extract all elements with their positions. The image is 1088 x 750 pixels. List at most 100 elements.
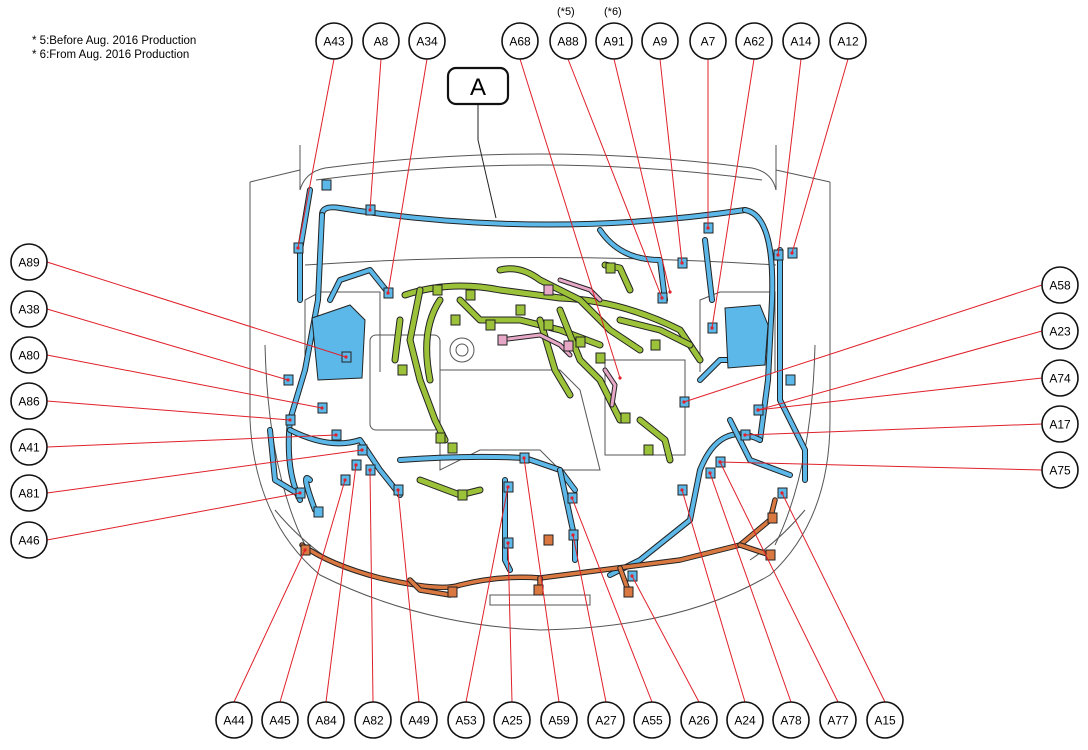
- leader-end: [743, 433, 747, 437]
- leader-line: [683, 284, 1043, 403]
- callout-circle: [726, 701, 764, 739]
- leader-line: [46, 492, 301, 541]
- callout-circle: [540, 701, 578, 739]
- leader-end: [320, 406, 324, 410]
- callout-a68: A68: [501, 22, 539, 60]
- connector-group: [283, 179, 798, 598]
- connector-block: [497, 334, 508, 346]
- leader-end: [570, 496, 574, 500]
- green-harness-segment: [392, 317, 403, 363]
- callout-text: A45: [269, 714, 291, 728]
- callout-text: A59: [548, 714, 570, 728]
- callout-a45: A45: [261, 701, 299, 739]
- leader-end: [668, 290, 672, 294]
- leader-end: [776, 253, 780, 257]
- callout-a23: A23: [1041, 312, 1079, 350]
- vehicle-body-outline: [249, 145, 831, 631]
- callout-a59: A59: [540, 701, 578, 739]
- callout-text: A84: [315, 714, 337, 728]
- callout-a15: A15: [866, 701, 904, 739]
- blue-harness-segment: [728, 418, 792, 477]
- callout-a77: A77: [819, 701, 857, 739]
- callout-circle: [1041, 405, 1079, 443]
- callout-a9: A9: [641, 22, 679, 60]
- blue-harness-segment: [743, 208, 775, 442]
- leader-end: [360, 448, 364, 452]
- connector-block: [563, 340, 574, 352]
- blue-harness-segment: [268, 428, 302, 497]
- variant-mark-a88: (*5): [557, 6, 575, 18]
- production-note-1: * 5:Before Aug. 2016 Production: [32, 35, 197, 47]
- connector-block: [533, 584, 544, 596]
- callout-text: A77: [827, 714, 849, 728]
- leader-line: [719, 461, 1043, 471]
- leader-line: [523, 457, 560, 703]
- callout-a86: A86: [10, 382, 48, 420]
- callout-text: A17: [1049, 418, 1071, 432]
- callout-a44: A44: [215, 701, 253, 739]
- callout-text: A15: [874, 714, 896, 728]
- green-harness-segment: [417, 477, 483, 498]
- leader-end: [343, 478, 347, 482]
- callout-text: A55: [641, 714, 663, 728]
- pink-harness-segment: [558, 278, 602, 302]
- callout-circle: [400, 701, 438, 739]
- leader-line: [46, 434, 337, 448]
- connector-block: [447, 586, 458, 598]
- callout-text: A82: [362, 714, 384, 728]
- leader-line: [519, 58, 621, 379]
- callout-circle: [493, 701, 531, 739]
- connector-block: [397, 364, 408, 376]
- leader-line: [297, 58, 335, 249]
- callout-a74: A74: [1041, 359, 1079, 397]
- leader-end: [682, 400, 686, 404]
- green-harness-segment: [407, 287, 448, 443]
- callout-text: A49: [408, 714, 430, 728]
- connector-block: [575, 336, 586, 348]
- leader-line: [791, 58, 849, 254]
- callout-a14: A14: [782, 22, 820, 60]
- connector-block: [450, 314, 461, 326]
- callout-circle: [10, 521, 48, 559]
- callout-circle: [1041, 451, 1079, 489]
- callout-a7: A7: [689, 22, 727, 60]
- callout-circle: [307, 701, 345, 739]
- callout-circle: [501, 22, 539, 60]
- callout-a78: A78: [772, 701, 810, 739]
- blue-harness-segment: [703, 238, 714, 302]
- green-harness-segment: [557, 307, 623, 423]
- callout-circle: [10, 474, 48, 512]
- blue-harness-segment: [288, 428, 402, 497]
- leader-line: [233, 549, 306, 703]
- green-harness-segment: [637, 417, 673, 463]
- callout-text: A62: [743, 35, 765, 49]
- leader-line: [279, 479, 346, 703]
- connector-block: [650, 339, 661, 351]
- orange-harness-segment: [300, 498, 777, 590]
- connector-block: [620, 412, 631, 424]
- callout-circle: [1041, 359, 1079, 397]
- leader-end: [286, 378, 290, 382]
- leader-end: [334, 433, 338, 437]
- callout-text: A34: [416, 35, 438, 49]
- callout-a88: A88: [549, 22, 587, 60]
- callout-text: A43: [323, 35, 345, 49]
- orange-harness-segment-outline: [299, 497, 778, 591]
- callout-a81: A81: [10, 474, 48, 512]
- connector-block: [785, 374, 796, 386]
- callout-a80: A80: [10, 336, 48, 374]
- callout-circle: [735, 22, 773, 60]
- callout-text: A24: [734, 714, 756, 728]
- leader-end: [756, 408, 760, 412]
- leader-line: [711, 58, 755, 329]
- callout-a84: A84: [307, 701, 345, 739]
- callout-text: A8: [374, 35, 389, 49]
- leader-end: [506, 485, 510, 489]
- leader-line: [46, 400, 291, 421]
- leader-end: [522, 456, 526, 460]
- callout-text: A38: [18, 303, 40, 317]
- callout-text: A78: [780, 714, 802, 728]
- callout-a17: A17: [1041, 405, 1079, 443]
